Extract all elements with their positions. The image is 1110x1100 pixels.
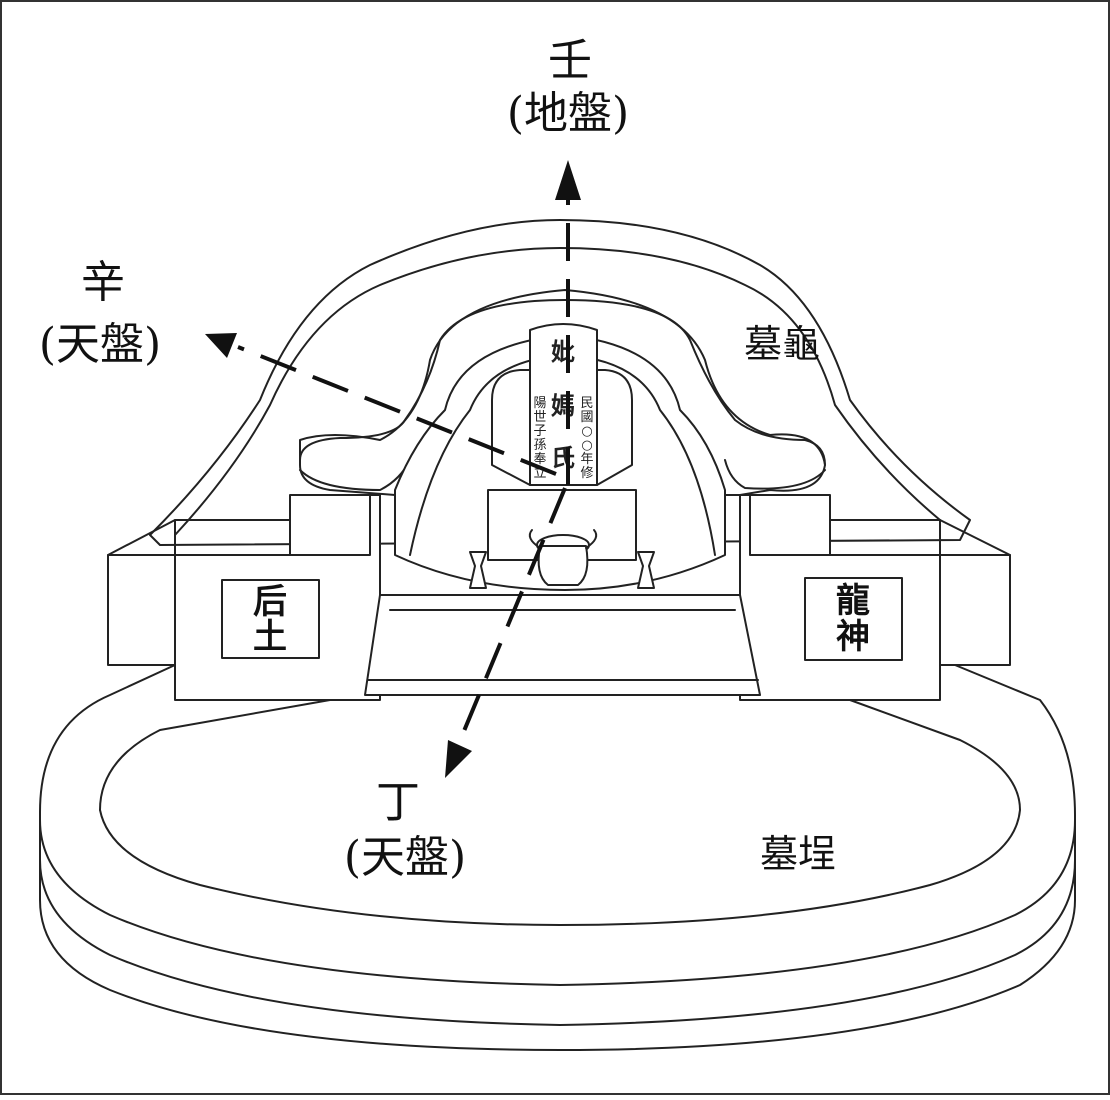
svg-text:國: 國 bbox=[580, 410, 593, 425]
svg-text:民: 民 bbox=[580, 396, 593, 411]
longshen-char-1: 龍 bbox=[836, 581, 870, 621]
label-ren-plate: (地盤) bbox=[507, 88, 629, 139]
label-ren: 壬 bbox=[548, 35, 592, 86]
left-wing: 后 土 bbox=[107, 494, 381, 701]
label-turtle: 墓龜 bbox=[744, 322, 820, 366]
stone-char-1: 妣 bbox=[551, 337, 575, 366]
label-xin-plate: (天盤) bbox=[39, 319, 161, 370]
stone-char-3: 氏 bbox=[551, 443, 575, 472]
headstone: 妣 媽 氏 陽 世 子 孫 奉 立 民 國 ○ ○ 年 修 bbox=[491, 323, 633, 486]
svg-text:年: 年 bbox=[580, 452, 593, 467]
label-xin: 辛 bbox=[81, 257, 125, 308]
altar-steps bbox=[364, 489, 761, 696]
box-longshen bbox=[804, 577, 903, 661]
label-ding: 丁 bbox=[376, 777, 420, 828]
right-wing: 龍 神 bbox=[739, 494, 1011, 701]
incense-burner bbox=[528, 529, 598, 586]
svg-text:○: ○ bbox=[581, 424, 592, 439]
svg-text:孫: 孫 bbox=[533, 438, 546, 453]
svg-text:奉: 奉 bbox=[533, 452, 546, 467]
longshen-char-2: 神 bbox=[836, 617, 870, 657]
arrow-south-icon bbox=[445, 740, 472, 778]
arrow-north-icon bbox=[555, 160, 581, 200]
candle-stand-left bbox=[469, 551, 487, 589]
candle-stand-right bbox=[637, 551, 655, 589]
box-houtu bbox=[221, 579, 320, 659]
stone-left-column: 陽 世 子 孫 奉 立 bbox=[533, 396, 546, 481]
axis-south bbox=[445, 487, 567, 778]
svg-text:子: 子 bbox=[533, 424, 546, 439]
label-ding-plate: (天盤) bbox=[344, 832, 466, 883]
tomb-platform bbox=[39, 664, 1076, 1051]
svg-text:修: 修 bbox=[580, 466, 593, 481]
svg-text:○: ○ bbox=[581, 438, 592, 453]
label-platform: 墓埕 bbox=[760, 832, 836, 876]
axis-north bbox=[555, 160, 581, 485]
svg-text:陽: 陽 bbox=[533, 396, 546, 411]
houtu-char-1: 后 bbox=[253, 582, 287, 622]
svg-text:世: 世 bbox=[533, 410, 546, 425]
axis-northwest bbox=[205, 333, 557, 476]
arrow-northwest-icon bbox=[205, 333, 237, 358]
houtu-char-2: 土 bbox=[253, 617, 287, 657]
stone-right-column: 民 國 ○ ○ 年 修 bbox=[580, 396, 593, 481]
stone-char-2: 媽 bbox=[551, 391, 575, 420]
